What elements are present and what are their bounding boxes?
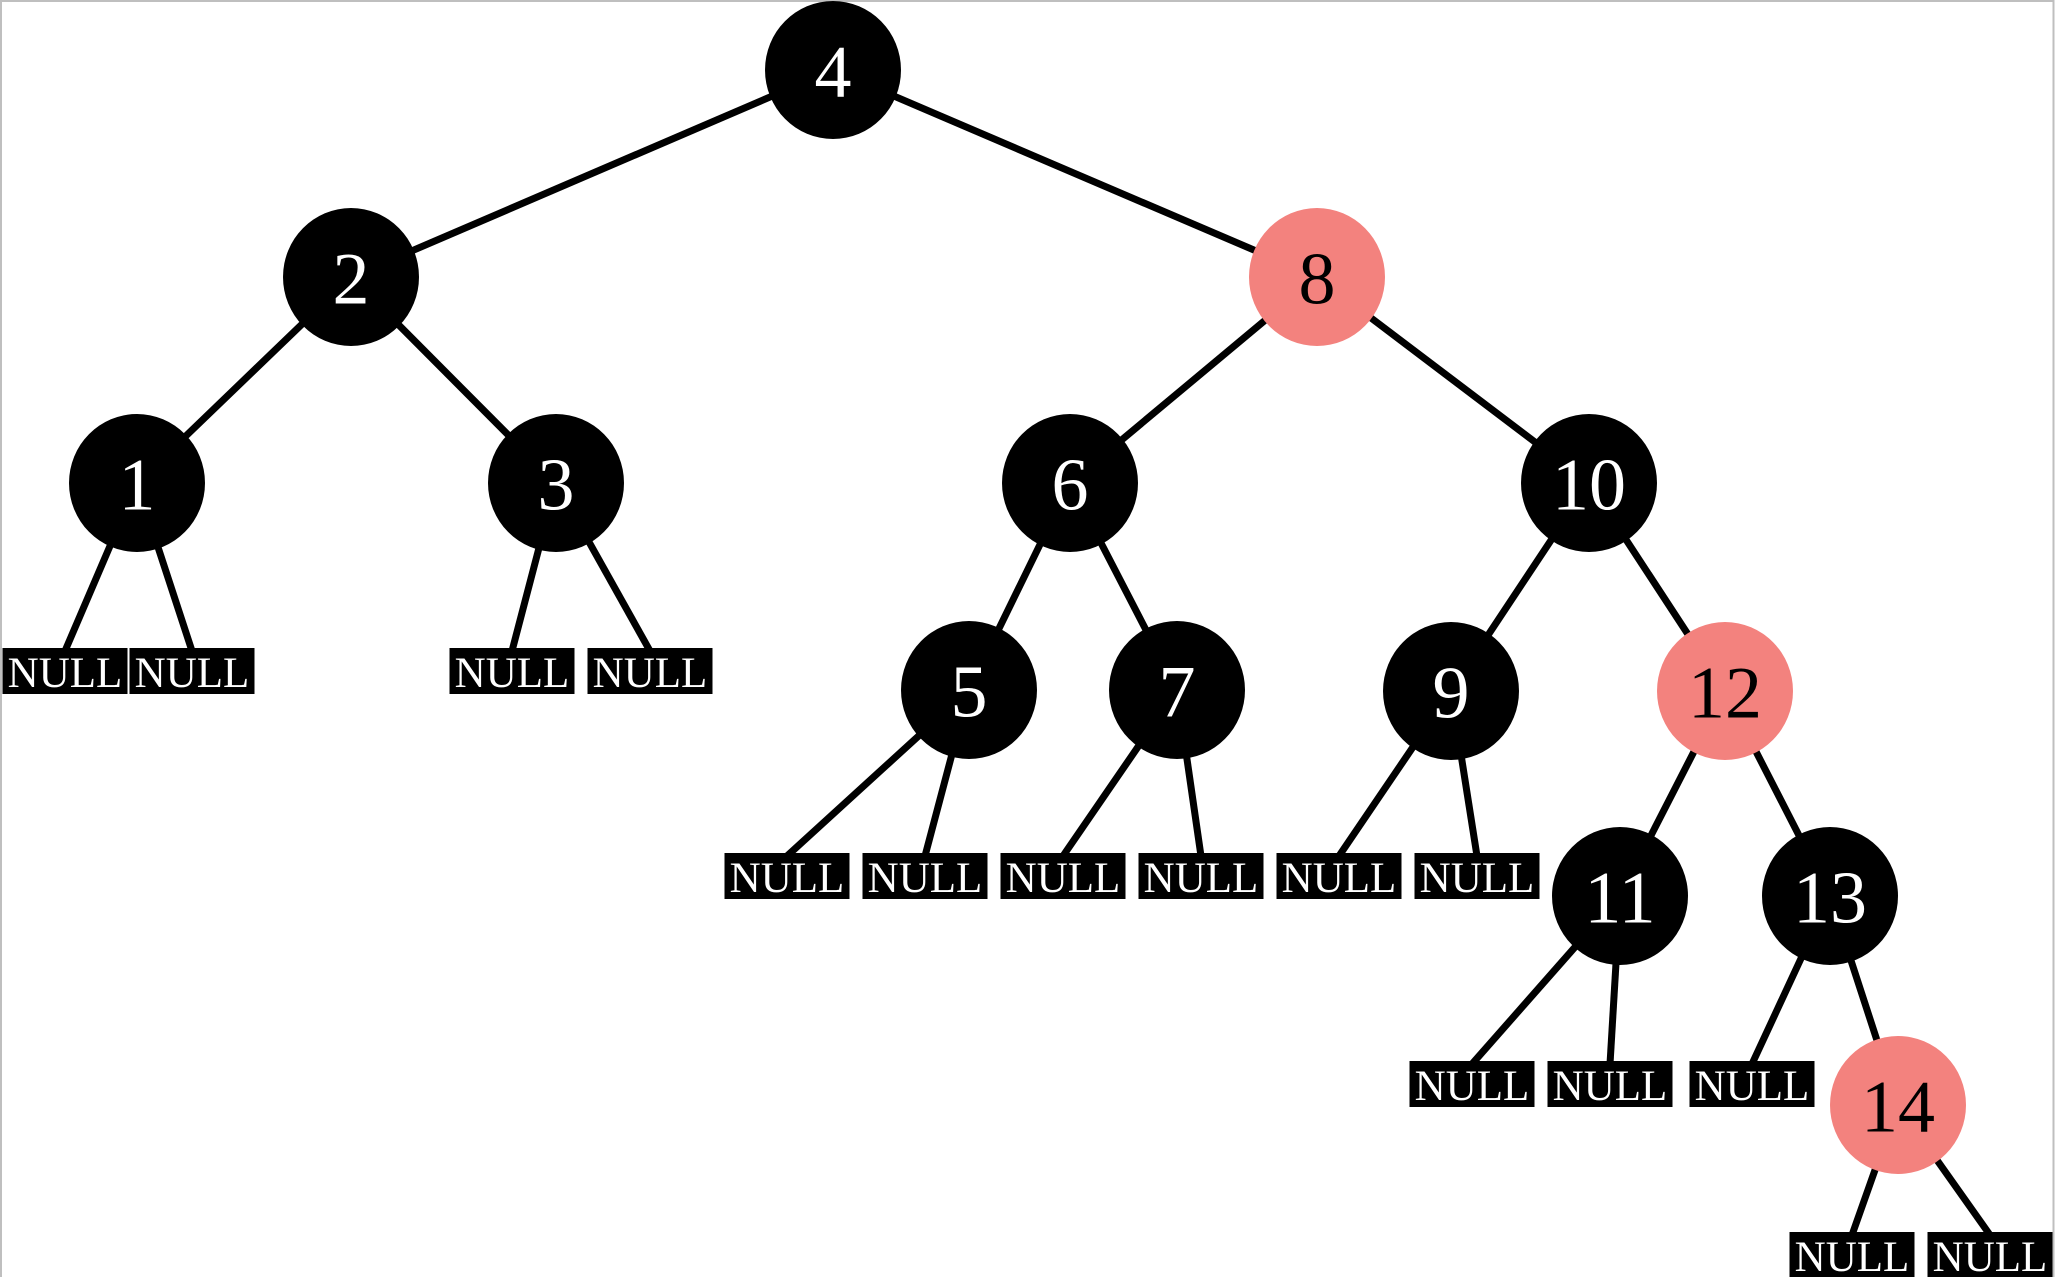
null-leaf-box [1409,1061,1535,1107]
null-leaf-box [1276,853,1402,899]
null-leaf-n5R: NULL [862,853,988,902]
null-leaf-label: NULL [8,650,123,697]
tree-node-7: 7 [1109,621,1245,759]
null-leaf-box [2,648,128,694]
black-node-circle [1521,414,1657,552]
null-leaf-label: NULL [1933,1234,2048,1277]
black-node-circle [901,621,1037,759]
null-leaf-box [1547,1061,1673,1107]
null-leaf-label: NULL [135,650,250,697]
node-value-label: 4 [815,32,852,114]
red-node-circle [1657,622,1793,760]
null-leaf-box [587,648,713,694]
null-leaf-label: NULL [1006,855,1121,902]
null-leaf-label: NULL [455,650,570,697]
node-value-label: 3 [538,445,575,527]
node-value-label: 2 [333,239,370,321]
null-leaf-label: NULL [1415,1063,1530,1110]
null-leaf-label: NULL [1144,855,1259,902]
node-value-label: 11 [1584,858,1655,940]
tree-node-6: 6 [1002,414,1138,552]
black-node-circle [1109,621,1245,759]
null-leaf-label: NULL [1695,1063,1810,1110]
black-node-circle [69,414,205,552]
null-leaf-box [449,648,575,694]
black-node-circle [1383,622,1519,760]
node-value-label: 12 [1688,653,1762,735]
node-value-label: 1 [119,445,156,527]
null-leaf-box [1927,1232,2053,1277]
red-node-circle [1249,208,1385,346]
black-node-circle [283,208,419,346]
tree-node-10: 10 [1521,414,1657,552]
null-leaf-box [1138,853,1264,899]
null-leaf-label: NULL [1420,855,1535,902]
black-node-circle [1002,414,1138,552]
null-leaf-n14L: NULL [1789,1232,1915,1277]
null-leaf-box [1789,1232,1915,1277]
tree-node-12: 12 [1657,622,1793,760]
null-leaf-box [129,648,255,694]
null-leaf-box [1689,1061,1815,1107]
null-leaf-n1L: NULL [2,648,128,697]
node-value-label: 13 [1793,858,1867,940]
tree-node-4: 4 [765,1,901,139]
node-value-label: 6 [1052,445,1089,527]
red-node-circle [1830,1036,1966,1174]
node-value-label: 14 [1861,1067,1935,1149]
tree-node-1: 1 [69,414,205,552]
null-leaf-box [1414,853,1540,899]
tree-node-14: 14 [1830,1036,1966,1174]
null-leaf-n3L: NULL [449,648,575,697]
null-leaf-n5L: NULL [724,853,850,902]
tree-node-11: 11 [1552,827,1688,965]
tree-node-3: 3 [488,414,624,552]
tree-node-5: 5 [901,621,1037,759]
null-leaf-n11R: NULL [1547,1061,1673,1110]
null-leaf-label: NULL [593,650,708,697]
node-value-label: 8 [1299,239,1336,321]
null-leaf-box [724,853,850,899]
black-node-circle [488,414,624,552]
null-leaf-label: NULL [1795,1234,1910,1277]
black-node-circle [765,1,901,139]
null-leaf-label: NULL [868,855,983,902]
tree-node-2: 2 [283,208,419,346]
edge-4-2 [349,66,835,281]
null-leaf-n3R: NULL [587,648,713,697]
node-value-label: 10 [1552,445,1626,527]
null-leaf-n13L: NULL [1689,1061,1815,1110]
null-leaf-box [1000,853,1126,899]
tree-node-9: 9 [1383,622,1519,760]
null-leaf-n14R: NULL [1927,1232,2053,1277]
tree-node-8: 8 [1249,208,1385,346]
null-leaf-label: NULL [730,855,845,902]
null-leaf-n7L: NULL [1000,853,1126,902]
null-leaf-n9L: NULL [1276,853,1402,902]
null-leaf-n9R: NULL [1414,853,1540,902]
null-leaf-n1R: NULL [129,648,255,697]
null-leaf-n11L: NULL [1409,1061,1535,1110]
null-leaf-label: NULL [1282,855,1397,902]
null-leaf-n7R: NULL [1138,853,1264,902]
null-leaf-label: NULL [1553,1063,1668,1110]
black-node-circle [1552,827,1688,965]
edge-4-8 [831,66,1319,281]
node-value-label: 5 [951,652,988,734]
node-value-label: 7 [1159,652,1196,734]
tree-node-13: 13 [1762,827,1898,965]
black-node-circle [1762,827,1898,965]
node-value-label: 9 [1433,653,1470,735]
null-leaf-box [862,853,988,899]
